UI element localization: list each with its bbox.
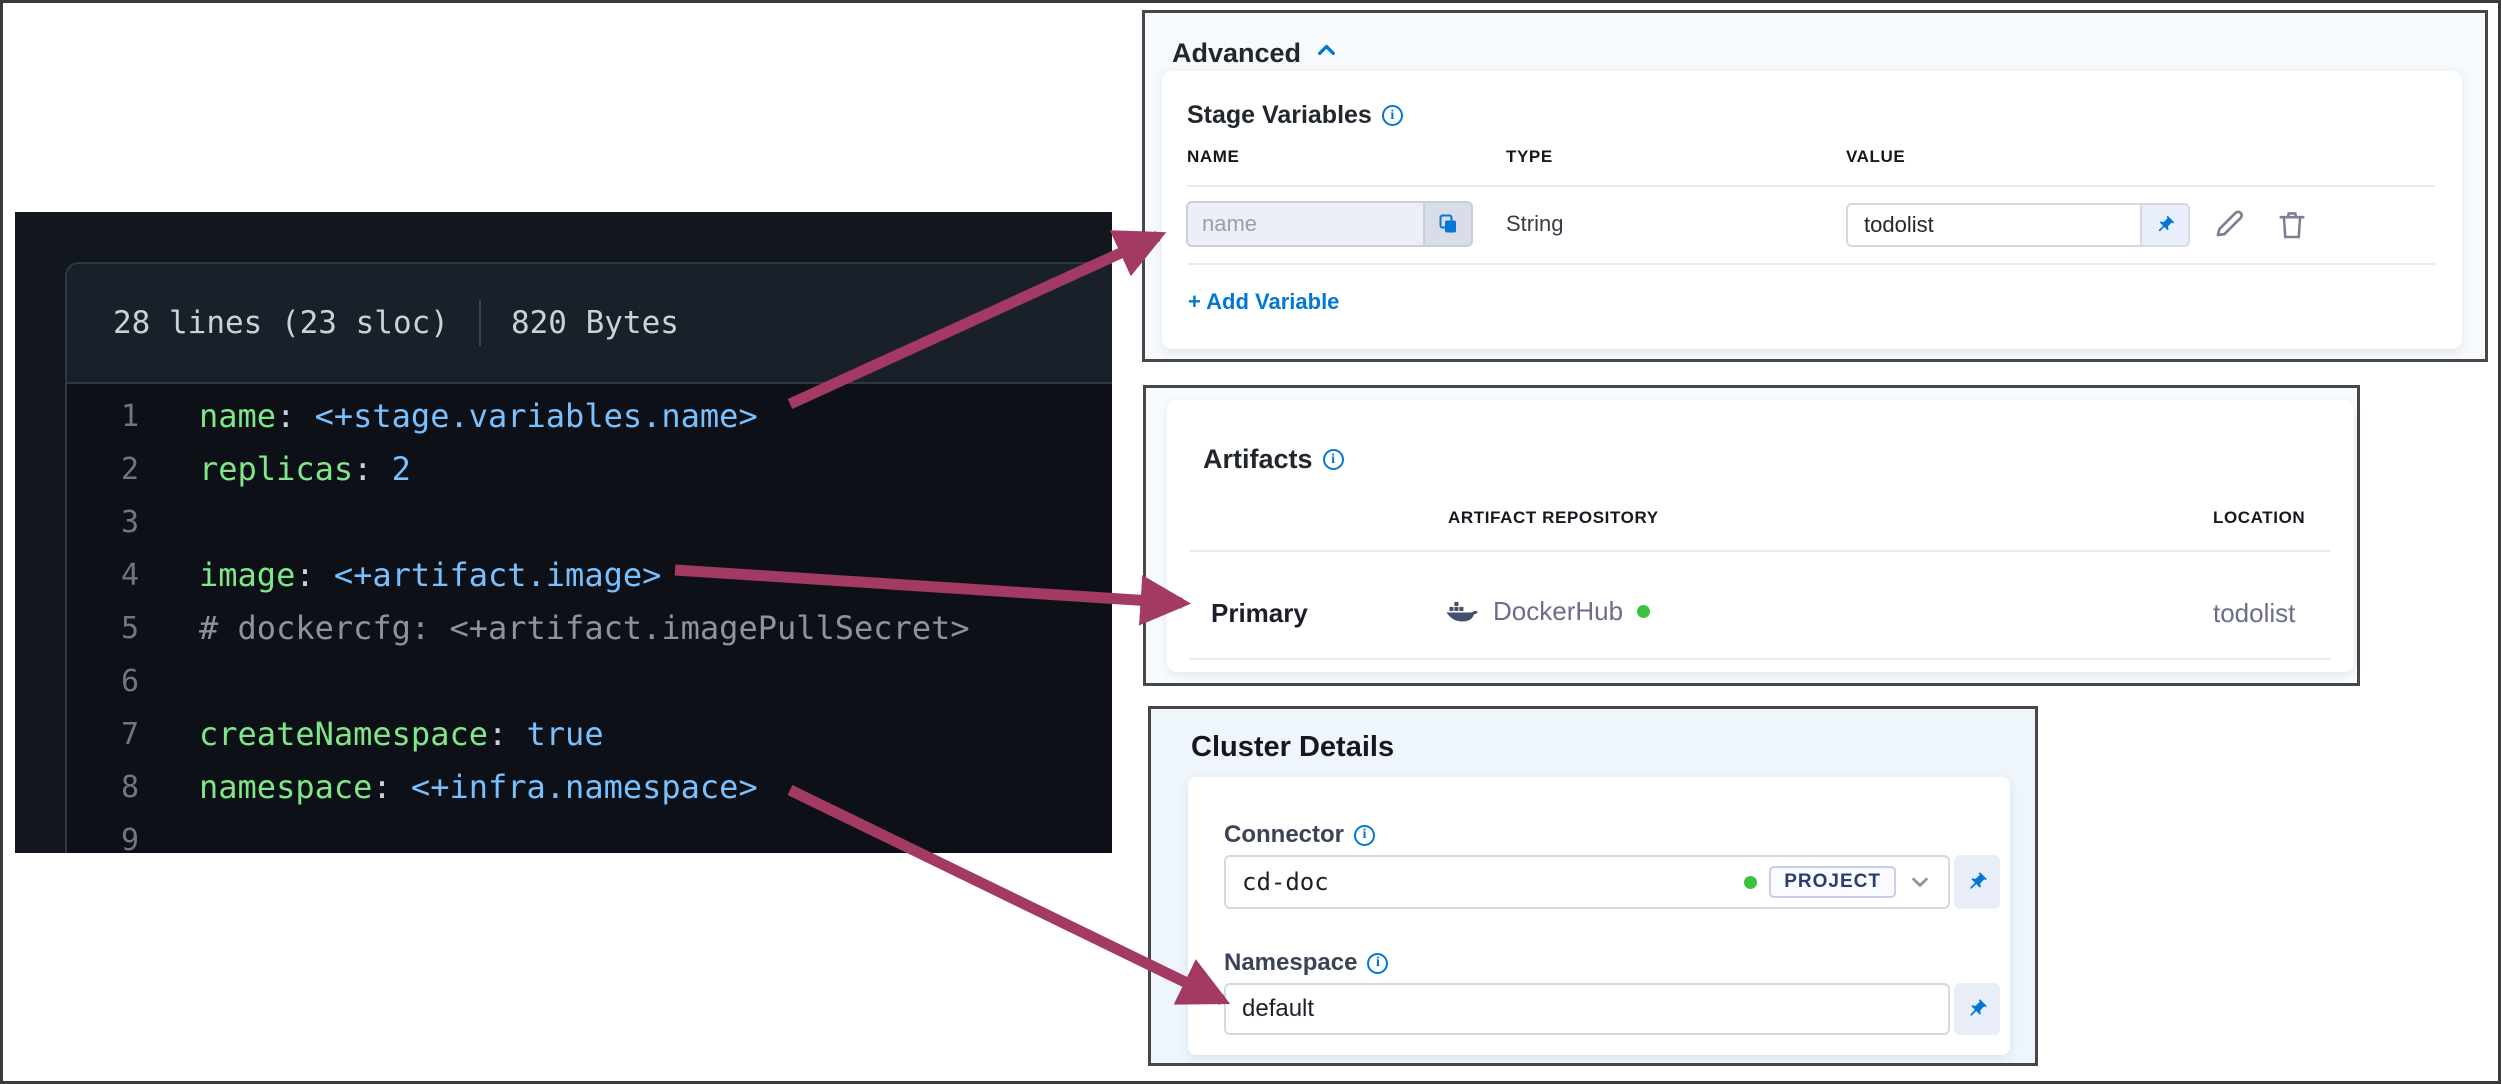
artifact-location-value: todolist xyxy=(2213,598,2296,628)
cluster-details-title: Cluster Details xyxy=(1191,731,1395,763)
column-header-location: LOCATION xyxy=(2213,508,2306,527)
stage-variables-title: Stage Variables xyxy=(1187,101,1372,129)
advanced-section-toggle[interactable]: Advanced xyxy=(1172,37,1340,69)
advanced-title: Advanced xyxy=(1172,37,1302,68)
yaml-value: 2 xyxy=(391,450,411,488)
trash-icon[interactable] xyxy=(2274,207,2310,248)
yaml-key: createNamespace xyxy=(199,715,488,753)
add-variable-button[interactable]: + Add Variable xyxy=(1188,289,1340,314)
variable-type-value: String xyxy=(1506,211,1564,236)
artifact-row-label: Primary xyxy=(1211,598,1308,628)
namespace-label: Namespace xyxy=(1224,949,1358,976)
info-icon[interactable] xyxy=(1367,952,1389,974)
line-number: 5 xyxy=(120,611,139,646)
chevron-up-icon[interactable] xyxy=(1313,37,1340,69)
copy-icon[interactable] xyxy=(1423,203,1471,245)
artifacts-panel: Artifacts ARTIFACT REPOSITORY LOCATION P… xyxy=(1143,385,2360,686)
code-file-meta-bar: 28 lines (23 sloc) 820 Bytes xyxy=(67,264,1112,384)
info-icon[interactable] xyxy=(1354,824,1375,846)
yaml-key: image xyxy=(199,556,296,594)
artifact-repository-name: DockerHub xyxy=(1493,596,1624,626)
advanced-panel: Advanced Stage Variables NAME TYPE VALUE… xyxy=(1142,10,2488,362)
connector-select[interactable]: PROJECT xyxy=(1224,855,1950,909)
artifacts-title: Artifacts xyxy=(1203,444,1313,474)
yaml-comment: # dockercfg: <+artifact.imagePullSecret> xyxy=(199,609,970,647)
line-number: 3 xyxy=(120,505,139,540)
code-line: 5 # dockercfg: <+artifact.imagePullSecret… xyxy=(67,602,1112,655)
connector-status-dot xyxy=(1637,605,1651,618)
divider xyxy=(1187,263,2435,265)
column-header-type: TYPE xyxy=(1506,147,1553,166)
chevron-down-icon[interactable] xyxy=(1906,868,1934,896)
artifact-repository-cell: DockerHub xyxy=(1445,596,1651,627)
variable-value-input[interactable] xyxy=(1848,205,2140,245)
line-number: 2 xyxy=(120,452,139,487)
cluster-details-card: Connector PROJECT Namespace xyxy=(1188,777,2010,1055)
line-number: 6 xyxy=(120,664,139,699)
line-number: 7 xyxy=(120,717,139,752)
yaml-key: name xyxy=(199,397,277,435)
artifacts-card: Artifacts ARTIFACT REPOSITORY LOCATION P… xyxy=(1167,400,2354,672)
namespace-field[interactable] xyxy=(1224,983,1950,1035)
line-number: 8 xyxy=(120,770,139,805)
connector-status-dot xyxy=(1744,875,1758,889)
divider xyxy=(1189,658,2331,660)
meta-divider xyxy=(478,300,481,346)
variable-value-field[interactable] xyxy=(1846,203,2190,247)
line-number: 4 xyxy=(120,558,139,593)
line-number: 9 xyxy=(120,823,139,853)
line-number: 1 xyxy=(120,399,139,434)
stage-variables-card: Stage Variables NAME TYPE VALUE String +… xyxy=(1162,71,2462,349)
yaml-key: namespace xyxy=(199,768,373,806)
namespace-input[interactable] xyxy=(1240,994,1934,1024)
divider xyxy=(1189,550,2331,552)
pin-icon[interactable] xyxy=(1954,855,2000,909)
docker-whale-icon xyxy=(1445,596,1479,627)
code-line: 3 xyxy=(67,496,1112,549)
pencil-icon[interactable] xyxy=(2210,205,2248,248)
variable-name-field[interactable] xyxy=(1186,201,1473,247)
column-header-value: VALUE xyxy=(1846,147,1906,166)
code-line: 9 xyxy=(67,814,1112,853)
info-icon[interactable] xyxy=(1381,105,1403,126)
cluster-details-panel: Cluster Details Connector PROJECT Namesp… xyxy=(1148,706,2038,1066)
connector-label: Connector xyxy=(1224,821,1344,848)
yaml-value: <+infra.namespace> xyxy=(410,768,758,806)
code-line: 6 xyxy=(67,655,1112,708)
connector-input[interactable] xyxy=(1240,867,1745,897)
yaml-key: replicas xyxy=(199,450,354,488)
code-lines-count: 28 lines (23 sloc) xyxy=(113,305,449,341)
code-file-size: 820 Bytes xyxy=(510,305,679,341)
yaml-value: true xyxy=(526,715,604,753)
variable-name-input[interactable] xyxy=(1188,203,1423,245)
yaml-value: <+artifact.image> xyxy=(333,556,662,594)
info-icon[interactable] xyxy=(1322,449,1344,470)
pin-icon[interactable] xyxy=(2140,205,2188,245)
divider xyxy=(1187,185,2435,187)
yaml-value: <+stage.variables.name> xyxy=(314,397,758,435)
scope-badge: PROJECT xyxy=(1769,866,1896,898)
pin-icon[interactable] xyxy=(1954,983,2000,1035)
column-header-name: NAME xyxy=(1187,147,1240,166)
column-header-artifact-repository: ARTIFACT REPOSITORY xyxy=(1448,508,1659,527)
